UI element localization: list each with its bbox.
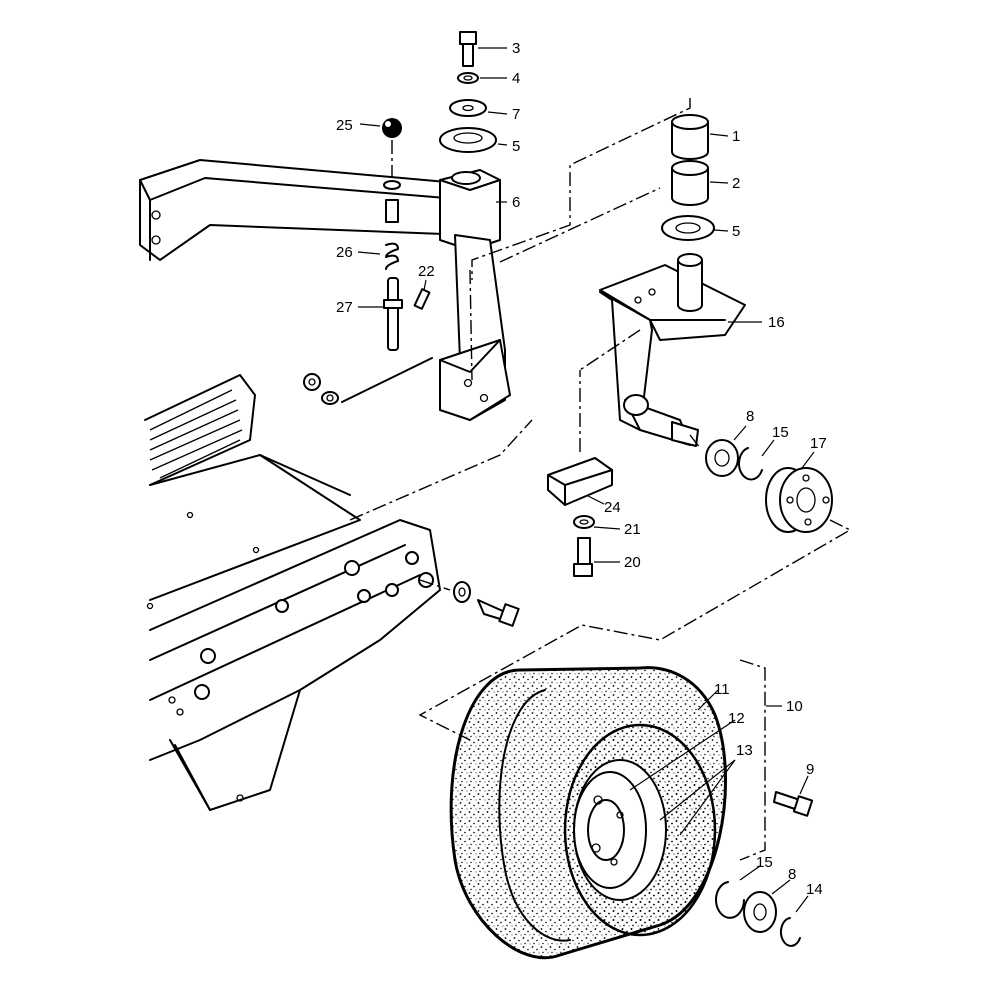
callout-9: 9 (806, 761, 814, 778)
bushing-stack (661, 114, 715, 241)
callout-1: 1 (732, 128, 740, 145)
mower-deck-frame (144, 374, 441, 811)
knob-25 (382, 118, 402, 138)
callout-26: 26 (336, 244, 353, 261)
wheel-assembly (449, 666, 728, 960)
callout-20: 20 (624, 554, 641, 571)
callouts: 3 4 7 5 25 6 1 2 5 26 22 27 16 8 15 17 2… (336, 40, 827, 898)
callout-6: 6 (512, 194, 520, 211)
callout-8: 8 (746, 408, 754, 425)
callout-10: 10 (786, 698, 803, 715)
clamp-block (547, 370, 613, 577)
callout-15-lower: 15 (756, 854, 773, 871)
top-fastener-stack (439, 31, 497, 153)
callout-24: 24 (604, 499, 621, 516)
roll-pin-22 (413, 288, 431, 310)
callout-16: 16 (768, 314, 785, 331)
callout-13: 13 (736, 742, 753, 759)
caster-arm-bracket (139, 159, 511, 421)
callout-27: 27 (336, 299, 353, 316)
callout-11: 11 (714, 681, 730, 698)
callout-14: 14 (806, 881, 823, 898)
callout-7: 7 (512, 106, 520, 123)
callout-3: 3 (512, 40, 520, 57)
callout-15: 15 (772, 424, 789, 441)
callout-12: 12 (728, 710, 745, 727)
leader-lines (357, 47, 815, 913)
callout-2: 2 (732, 175, 740, 192)
callout-17: 17 (810, 435, 827, 452)
caster-fork (599, 253, 746, 447)
spring-26 (385, 242, 399, 270)
callout-25: 25 (336, 117, 353, 134)
frame-side-bolt (453, 581, 520, 627)
hub-assembly (705, 439, 833, 533)
callout-22: 22 (418, 263, 435, 280)
callout-4: 4 (512, 70, 520, 87)
callout-8-lower: 8 (788, 866, 796, 883)
bracket-hardware (303, 118, 433, 405)
wheel-hardware (715, 791, 814, 947)
callout-5-right: 5 (732, 223, 740, 240)
callout-21: 21 (624, 521, 641, 538)
callout-5: 5 (512, 138, 520, 155)
pin-27 (387, 277, 399, 351)
assembly-centerlines (349, 98, 852, 861)
